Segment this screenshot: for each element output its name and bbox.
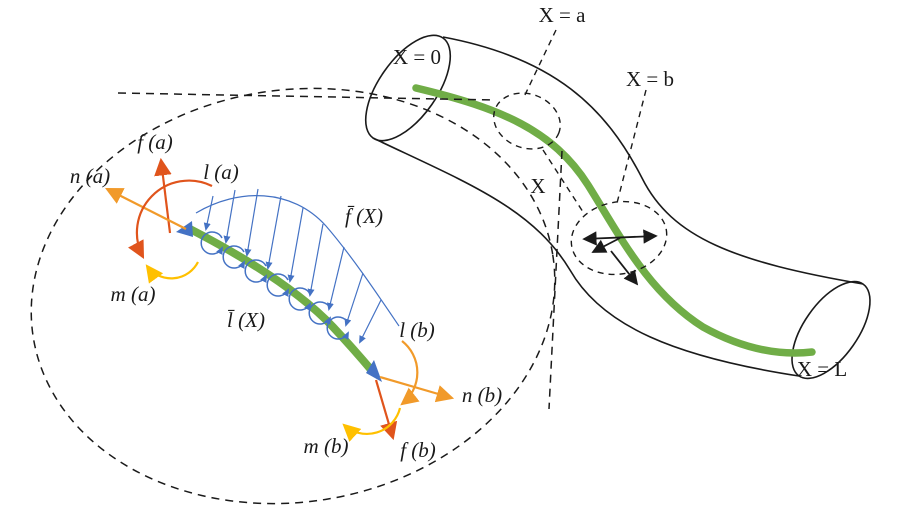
moment-loop [326, 316, 349, 340]
distributed-moment-loops [200, 231, 349, 340]
end-b-loads [342, 340, 455, 442]
hatch-line [265, 195, 282, 270]
hatch-line [223, 189, 236, 244]
label-xb: X = b [626, 67, 674, 91]
moment-loop [244, 259, 267, 283]
label-n-b: n (b) [462, 383, 502, 407]
detail-rod-segment [186, 225, 377, 376]
leader-x [542, 149, 586, 216]
frame-arrows [582, 229, 658, 286]
label-x-coordinate: X [530, 174, 545, 198]
tube-bottom-edge [372, 137, 800, 377]
label-l-a: l (a) [203, 160, 239, 184]
rod-centerline [412, 84, 816, 357]
magnification-line-right [548, 150, 563, 410]
hatch-line [244, 188, 259, 257]
distributed-force-envelope [195, 195, 400, 327]
hatch-line [359, 299, 382, 344]
hatch-line [287, 207, 304, 283]
frame-tangent-arrow [610, 250, 639, 286]
leader-xa [522, 29, 557, 100]
label-x0: X = 0 [393, 45, 441, 69]
moment-loop [308, 301, 331, 325]
moment-loop [288, 287, 311, 311]
label-xL: X = L [797, 357, 847, 381]
tube-top-edge [442, 36, 864, 285]
tube-left-end-ellipse [364, 34, 452, 142]
label-n-a: n (a) [70, 164, 110, 188]
frame-axis-horizontal-arrow [582, 229, 658, 246]
labels: X = 0 X = a X = b X = L X f (a) n (a) l … [70, 3, 847, 462]
label-xa: X = a [539, 3, 587, 27]
force-n-b-arrow [379, 375, 455, 403]
magnification-line-top [117, 92, 495, 101]
label-f-bar-X: f̄ (X) [345, 204, 383, 228]
section-a-dashed-circle [493, 92, 561, 150]
zoom-balloon [30, 87, 563, 505]
hatch-line [307, 223, 324, 297]
moment-l-a-arc [128, 179, 213, 259]
label-l-b: l (b) [399, 318, 435, 342]
force-n-a-arrow [105, 188, 187, 230]
label-f-a: f (a) [137, 130, 173, 154]
segment-end-b-tip [366, 360, 382, 382]
hatch-line [327, 246, 345, 311]
hatch-line [344, 272, 364, 327]
tube-outline [364, 34, 871, 380]
force-f-a-arrow [154, 157, 172, 234]
label-l-bar-X: l̄ (X) [227, 308, 265, 332]
moment-l-b-arc [400, 340, 420, 406]
hatch-line [203, 195, 214, 231]
label-f-b: f (b) [400, 438, 436, 462]
moment-loop [222, 245, 245, 269]
zoom-balloon-ellipse [30, 87, 556, 505]
label-m-a: m (a) [111, 282, 156, 306]
moment-loop [200, 231, 223, 255]
frame-axis-left-arrow [591, 237, 621, 253]
end-a-loads [105, 157, 213, 284]
moment-m-b-arc [342, 407, 402, 442]
moment-loop [266, 273, 289, 297]
distributed-force [195, 188, 400, 344]
moment-m-a-arc [145, 261, 199, 284]
label-m-b: m (b) [304, 434, 349, 458]
leader-xb [616, 89, 647, 204]
force-f-b-arrow [374, 379, 398, 441]
